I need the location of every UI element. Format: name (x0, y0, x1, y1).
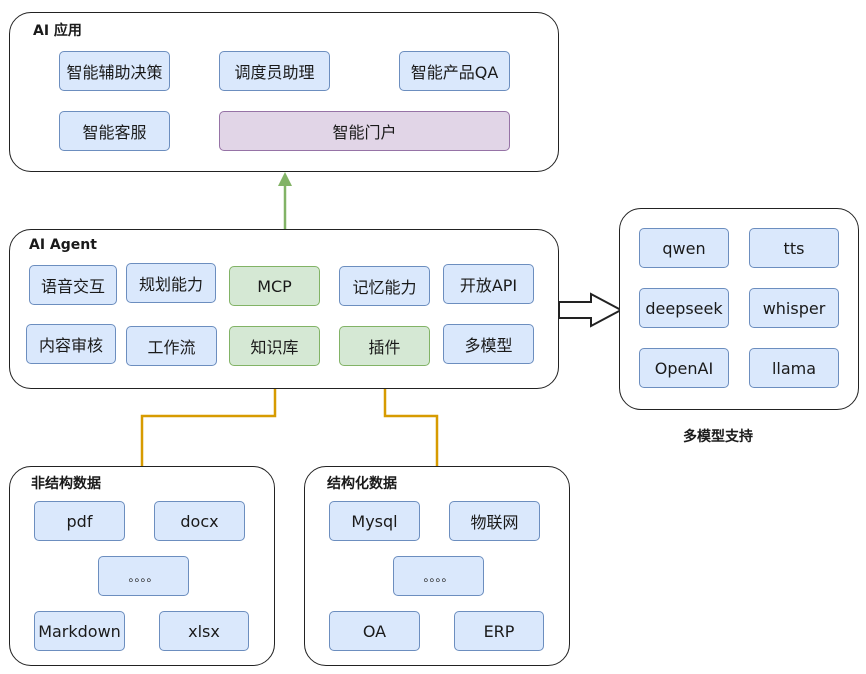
node-iot: 物联网 (449, 501, 540, 541)
node-tts: tts (749, 228, 839, 268)
node-planning: 规划能力 (126, 263, 216, 303)
node-product-qa: 智能产品QA (399, 51, 510, 91)
unstructured-title: 非结构数据 (31, 476, 101, 492)
node-openai: OpenAI (639, 348, 729, 388)
node-qwen: qwen (639, 228, 729, 268)
node-workflow: 工作流 (126, 326, 217, 366)
node-dispatcher-assistant: 调度员助理 (219, 51, 330, 91)
node-decision-support: 智能辅助决策 (59, 51, 170, 91)
node-pdf: pdf (34, 501, 125, 541)
node-llama: llama (749, 348, 839, 388)
node-open-api: 开放API (443, 264, 534, 304)
node-portal: 智能门户 (219, 111, 510, 151)
node-docx: docx (154, 501, 245, 541)
agent-to-app-arrowhead (278, 172, 292, 186)
node-knowledge-base: 知识库 (229, 326, 320, 366)
node-ellipsis-unstructured: 。。。。 (98, 556, 189, 596)
node-plugin: 插件 (339, 326, 430, 366)
ai-app-title: AI 应用 (33, 23, 82, 39)
node-deepseek: deepseek (639, 288, 729, 328)
structured-title: 结构化数据 (327, 476, 397, 492)
node-oa: OA (329, 611, 420, 651)
node-mcp: MCP (229, 266, 320, 306)
structured-to-plugin-arrow (383, 378, 439, 466)
node-customer-service: 智能客服 (59, 111, 170, 151)
node-ellipsis-structured: 。。。。 (393, 556, 484, 596)
models-caption: 多模型支持 (683, 429, 753, 445)
agent-to-models-arrow (558, 292, 624, 328)
node-xlsx: xlsx (159, 611, 249, 651)
node-content-review: 内容审核 (26, 324, 116, 364)
ai-agent-title: AI Agent (29, 237, 97, 253)
node-memory: 记忆能力 (339, 266, 430, 306)
node-erp: ERP (454, 611, 544, 651)
node-multi-model: 多模型 (443, 324, 534, 364)
node-markdown: Markdown (34, 611, 125, 651)
node-mysql: Mysql (329, 501, 420, 541)
node-voice-interaction: 语音交互 (29, 265, 117, 305)
node-whisper: whisper (749, 288, 839, 328)
